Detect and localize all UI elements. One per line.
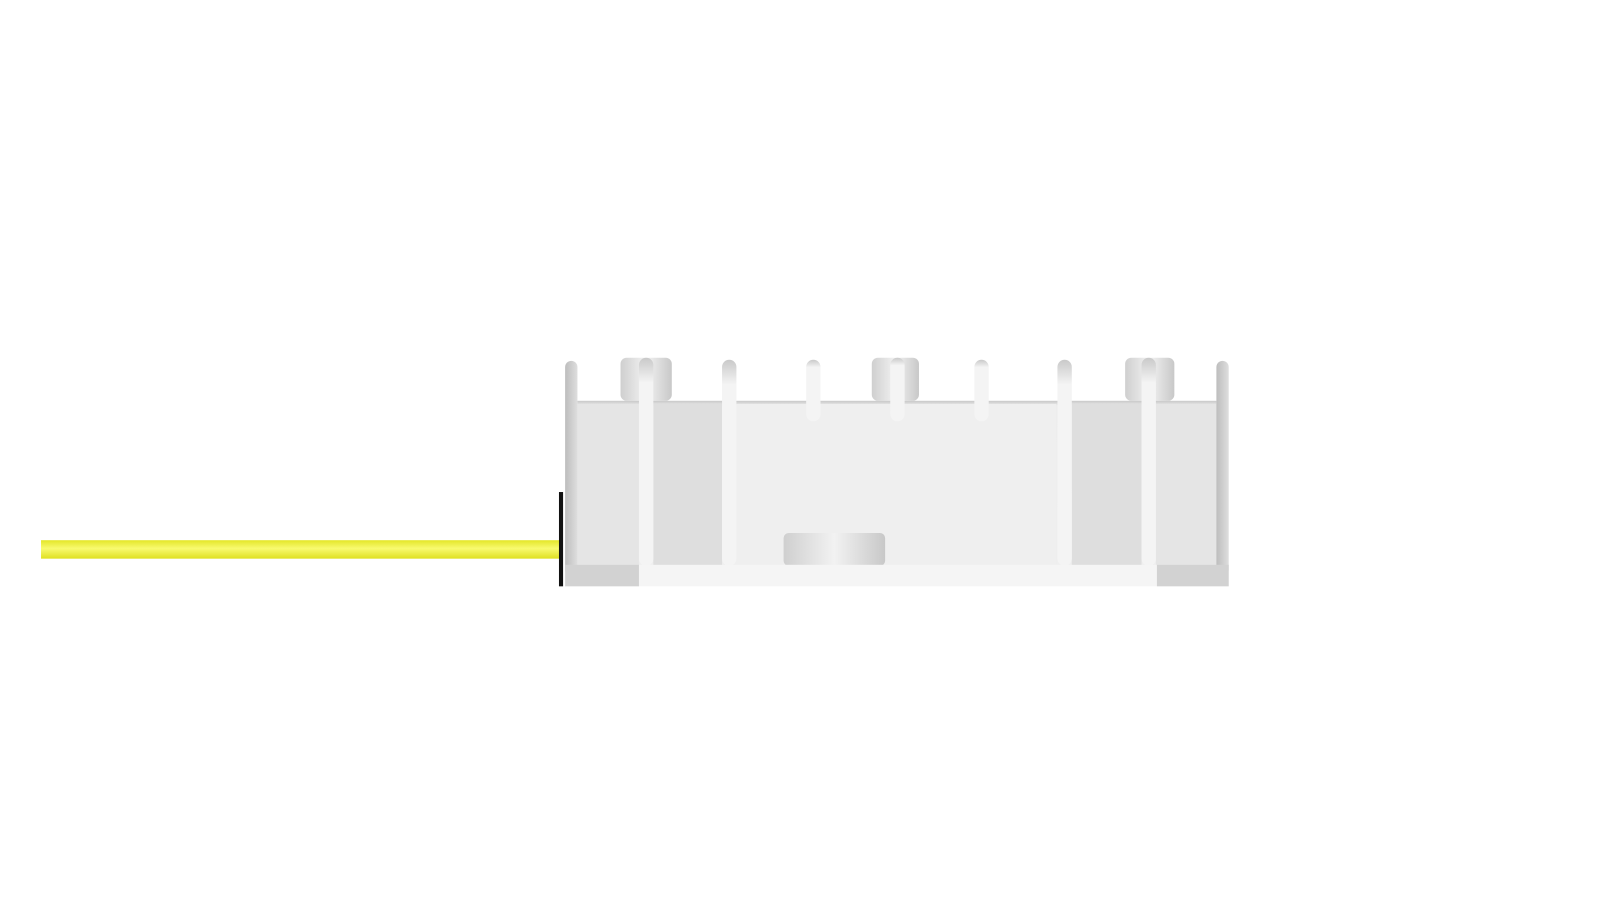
posts	[638, 357, 1156, 566]
post	[638, 357, 654, 566]
wall-panel	[577, 403, 639, 566]
wall-panel	[653, 403, 723, 566]
left-side-wall	[565, 360, 578, 577]
wall-panel	[1155, 403, 1217, 566]
right-side-wall	[1216, 360, 1229, 577]
bottom-boss	[783, 533, 886, 566]
post	[974, 359, 989, 422]
post	[890, 357, 905, 422]
wall-panel	[1071, 403, 1142, 566]
base-plate	[565, 564, 1229, 587]
post	[1057, 359, 1072, 566]
back-wall	[577, 400, 1217, 566]
top-knobs	[620, 357, 1175, 401]
post	[1141, 357, 1156, 566]
post	[722, 359, 737, 566]
post	[806, 359, 821, 422]
cable	[41, 540, 561, 559]
gasket-plate	[558, 492, 564, 587]
